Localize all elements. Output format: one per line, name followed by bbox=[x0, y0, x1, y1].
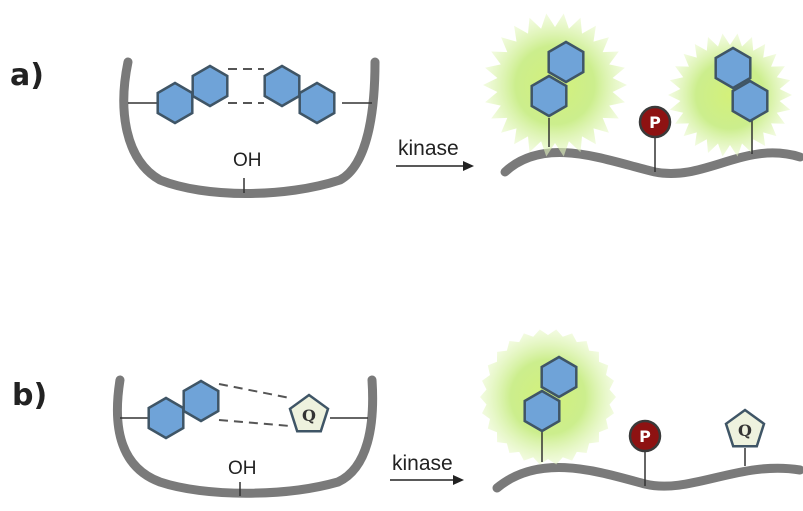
panel-label-b: b) bbox=[12, 378, 47, 413]
substrate-strand-b bbox=[492, 463, 803, 493]
hexagon-ring bbox=[156, 81, 194, 125]
stacking-dash-top-b bbox=[218, 383, 291, 399]
arrow-head-b bbox=[453, 475, 464, 485]
phosphate-letter-b: P bbox=[639, 427, 651, 446]
hexagon-ring bbox=[263, 64, 301, 108]
stacking-dash-bottom-b bbox=[218, 419, 291, 427]
panel-label-a: a) bbox=[10, 58, 44, 93]
hexagon-ring bbox=[540, 355, 578, 399]
binding-pocket-b bbox=[113, 375, 378, 498]
phosphate-letter-a: P bbox=[649, 113, 661, 132]
quencher-letter-b1: Q bbox=[302, 406, 316, 425]
phosphate-badge-icon: P bbox=[638, 105, 672, 139]
fluorophore-left-a bbox=[128, 64, 229, 125]
panel-b: b) OH Q kinase P bbox=[12, 329, 803, 498]
oh-label-b: OH bbox=[228, 458, 257, 479]
hexagon-ring bbox=[530, 74, 568, 118]
binding-pocket-a bbox=[119, 57, 380, 198]
fluorophore-left-b bbox=[120, 379, 220, 440]
quencher-pentagon-icon: Q bbox=[288, 393, 368, 433]
hexagon-ring bbox=[714, 46, 752, 90]
hexagon-ring bbox=[191, 64, 229, 108]
glow-burst-icon bbox=[668, 33, 792, 157]
phosphate-badge-icon: P bbox=[628, 419, 662, 453]
oh-label-a: OH bbox=[233, 150, 262, 171]
hexagon-ring bbox=[731, 79, 769, 123]
arrow-label-a: kinase bbox=[398, 137, 459, 160]
hexagon-ring bbox=[547, 40, 585, 84]
substrate-strand-a bbox=[500, 148, 803, 178]
hexagon-ring bbox=[147, 396, 185, 440]
fluorophore-right-a bbox=[263, 64, 372, 125]
quencher-pentagon-icon: Q bbox=[724, 408, 766, 448]
arrow-head-a bbox=[463, 161, 474, 171]
panel-a: a) OH kinase bbox=[10, 13, 803, 198]
hexagon-ring bbox=[298, 81, 336, 125]
hexagon-ring bbox=[523, 389, 561, 433]
arrow-label-b: kinase bbox=[392, 452, 453, 475]
quencher-letter-b2: Q bbox=[738, 421, 752, 440]
hexagon-ring bbox=[182, 379, 220, 423]
